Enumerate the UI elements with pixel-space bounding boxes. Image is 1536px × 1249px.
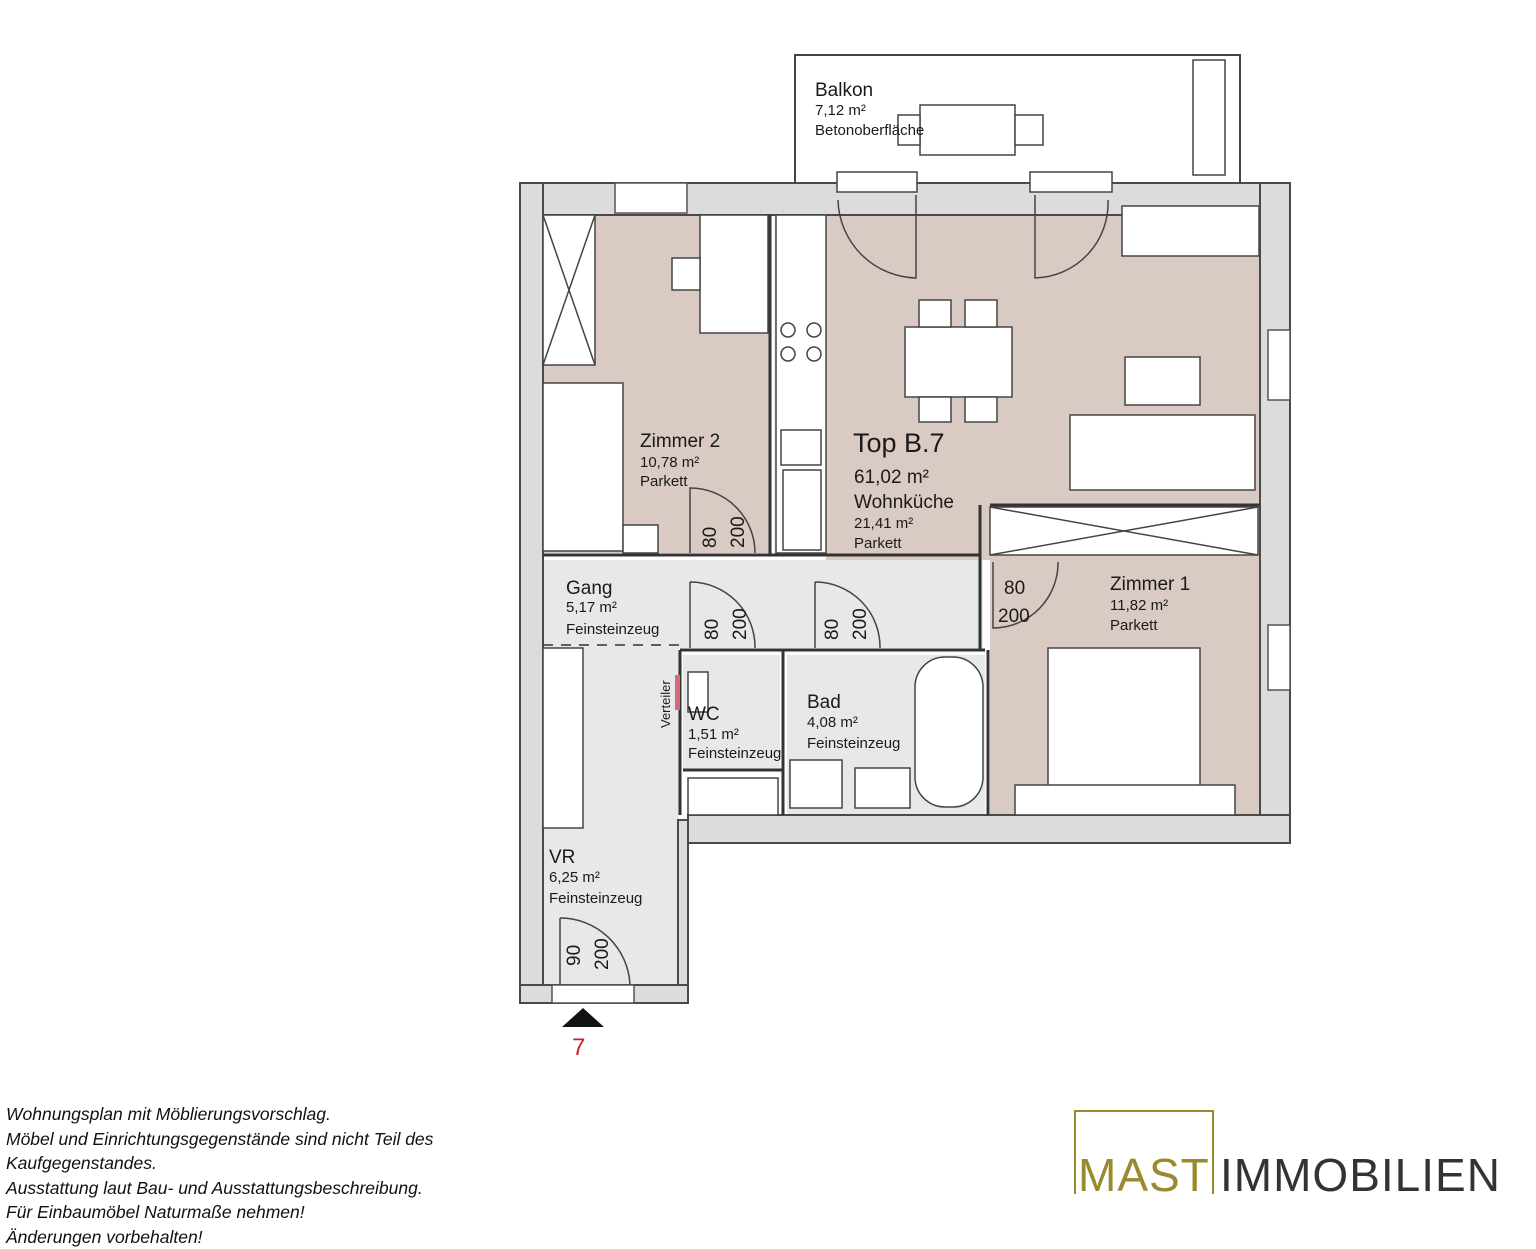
unit-title: Top B.7 61,02 m² [853, 428, 945, 488]
svg-text:Betonoberfläche: Betonoberfläche [815, 122, 924, 139]
svg-text:200: 200 [730, 608, 751, 640]
svg-text:Bad: Bad [807, 692, 841, 713]
svg-text:Gang: Gang [566, 578, 612, 599]
svg-text:200: 200 [728, 516, 749, 548]
door-dimension-bad: 80 200 [822, 608, 871, 640]
svg-text:4,08 m²: 4,08 m² [807, 714, 858, 731]
svg-text:Wohnküche: Wohnküche [854, 492, 954, 513]
gang-fill [543, 560, 983, 648]
svg-text:80: 80 [700, 527, 721, 548]
svg-text:Feinsteinzeug: Feinsteinzeug [807, 735, 900, 752]
svg-text:80: 80 [822, 619, 843, 640]
logo-frame [1074, 1110, 1214, 1194]
logo-mast: MAST [1078, 1149, 1210, 1201]
svg-text:61,02 m²: 61,02 m² [854, 467, 929, 488]
svg-text:11,82 m²: 11,82 m² [1110, 597, 1168, 614]
svg-text:7,12 m²: 7,12 m² [815, 102, 866, 119]
entrance-arrow-icon [562, 1008, 604, 1027]
svg-text:10,78 m²: 10,78 m² [640, 454, 699, 471]
verteiler-label: Verteiler [658, 680, 673, 728]
note-line: Möbel und Einrichtungsgegenstände sind n… [6, 1128, 434, 1149]
svg-text:WC: WC [688, 704, 720, 725]
note-line: Änderungen vorbehalten! [6, 1226, 203, 1247]
room-label-wc: WC 1,51 m² Feinsteinzeug [688, 704, 781, 762]
door-dimension-zimmer1: 80 200 [998, 578, 1030, 627]
room-label-wohnkueche: Wohnküche 21,41 m² Parkett [854, 492, 954, 552]
svg-text:Top B.7: Top B.7 [853, 428, 945, 458]
door-dimension-wc: 80 200 [702, 608, 751, 640]
room-label-zimmer1: Zimmer 1 11,82 m² Parkett [1110, 574, 1190, 634]
svg-text:200: 200 [998, 606, 1030, 627]
svg-text:Feinsteinzeug: Feinsteinzeug [688, 745, 781, 762]
note-line: Wohnungsplan mit Möblierungsvorschlag. [6, 1104, 331, 1124]
svg-text:Parkett: Parkett [1110, 617, 1158, 634]
room-label-zimmer2: Zimmer 2 10,78 m² Parkett [640, 431, 720, 490]
svg-text:200: 200 [850, 608, 871, 640]
svg-text:80: 80 [1004, 578, 1025, 599]
interior-walls [543, 215, 1260, 815]
svg-text:Balkon: Balkon [815, 80, 873, 101]
svg-text:6,25 m²: 6,25 m² [549, 869, 600, 886]
room-label-gang: Gang 5,17 m² Feinsteinzeug [566, 578, 659, 638]
note-line: Für Einbaumöbel Naturmaße nehmen! [6, 1202, 305, 1222]
svg-text:Parkett: Parkett [854, 535, 902, 552]
furniture [542, 59, 1260, 829]
note-line: Ausstattung laut Bau- und Ausstattungsbe… [6, 1177, 423, 1198]
svg-text:Feinsteinzeug: Feinsteinzeug [566, 621, 659, 638]
room-label-bad: Bad 4,08 m² Feinsteinzeug [807, 692, 900, 752]
room-label-balkon: Balkon 7,12 m² Betonoberfläche [815, 80, 924, 139]
svg-text:1,51 m²: 1,51 m² [688, 726, 739, 743]
door-dimension-zimmer2: 80 200 [700, 516, 749, 548]
svg-text:80: 80 [702, 619, 723, 640]
door-swings [559, 195, 1109, 986]
disclaimer-notes: Wohnungsplan mit Möblierungsvorschlag. M… [6, 1102, 433, 1249]
entrance-number: 7 [572, 1034, 585, 1061]
door-dimension-entrance: 90 200 [564, 938, 613, 970]
svg-text:VR: VR [549, 847, 575, 868]
svg-text:21,41 m²: 21,41 m² [854, 515, 913, 532]
svg-text:Parkett: Parkett [640, 473, 688, 490]
note-line: Kaufgegenstandes. [6, 1153, 157, 1173]
svg-text:90: 90 [564, 945, 585, 966]
logo-immobilien: IMMOBILIEN [1220, 1149, 1501, 1201]
windows [551, 182, 1291, 1004]
room-label-vr: VR 6,25 m² Feinsteinzeug [549, 847, 642, 907]
verteiler-marker [675, 675, 680, 710]
svg-text:Feinsteinzeug: Feinsteinzeug [549, 890, 642, 907]
svg-text:Zimmer 2: Zimmer 2 [640, 431, 720, 452]
svg-text:Zimmer 1: Zimmer 1 [1110, 574, 1190, 595]
svg-text:200: 200 [592, 938, 613, 970]
svg-text:5,17 m²: 5,17 m² [566, 599, 617, 616]
